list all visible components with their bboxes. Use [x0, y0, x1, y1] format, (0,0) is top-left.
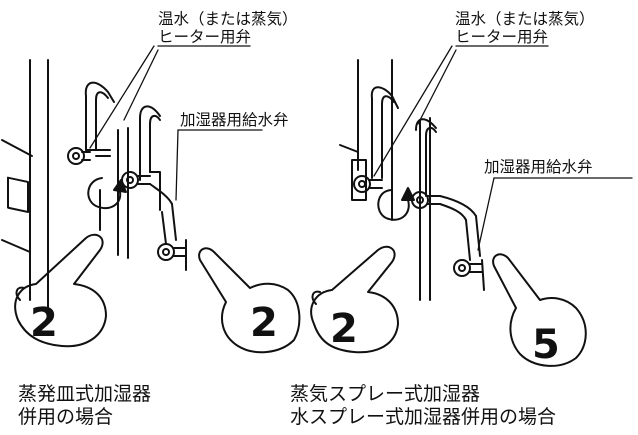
right-heater-valve-label-line2: ヒーター用弁: [455, 28, 548, 46]
left-heater-valve-label-line1: 温水（または蒸気）: [158, 10, 298, 28]
left-caption-line1: 蒸発皿式加湿器: [18, 383, 152, 405]
left-step-number-1: 2: [30, 300, 58, 346]
left-hand-step-2: [198, 247, 301, 354]
right-leader-lines: [373, 45, 633, 251]
left-unit-frame: [1, 59, 129, 311]
left-caption-line2: 併用の場合: [18, 406, 114, 428]
right-step-number-2: 5: [532, 322, 560, 368]
right-hand-step-2: [492, 253, 587, 367]
left-leader-lines: [89, 45, 263, 201]
left-caption: 蒸発皿式加湿器 併用の場合: [18, 383, 151, 429]
right-heater-valve-label-line1: 温水（または蒸気）: [455, 10, 595, 28]
right-unit-frame: [339, 59, 431, 301]
right-supply-valve-label: 加湿器用給水弁: [484, 158, 593, 176]
right-caption: 蒸気スプレー式加湿器 水スプレー式加湿器併用の場合: [290, 383, 556, 429]
right-heater-valve-pipe: [353, 86, 399, 193]
left-heater-valve-label-line2: ヒーター用弁: [158, 28, 251, 46]
left-rotate-arrow: [87, 177, 127, 210]
left-supply-valve-label: 加湿器用給水弁: [180, 111, 289, 129]
right-supply-valve-pipe: [453, 215, 485, 291]
left-hand-step-1: [14, 233, 107, 348]
left-second-valve-pipe: [121, 105, 173, 211]
left-supply-valve-pipe: [157, 203, 187, 271]
left-step-number-2: 2: [250, 300, 278, 346]
right-caption-line2: 水スプレー式加湿器併用の場合: [290, 406, 557, 428]
right-caption-line1: 蒸気スプレー式加湿器: [290, 383, 481, 405]
right-second-valve-pipe: [411, 118, 477, 221]
left-heater-valve-pipe: [67, 81, 115, 165]
right-hand-step-1: [310, 245, 399, 354]
right-rotate-arrow: [377, 187, 415, 221]
right-step-number-1: 2: [330, 306, 358, 352]
